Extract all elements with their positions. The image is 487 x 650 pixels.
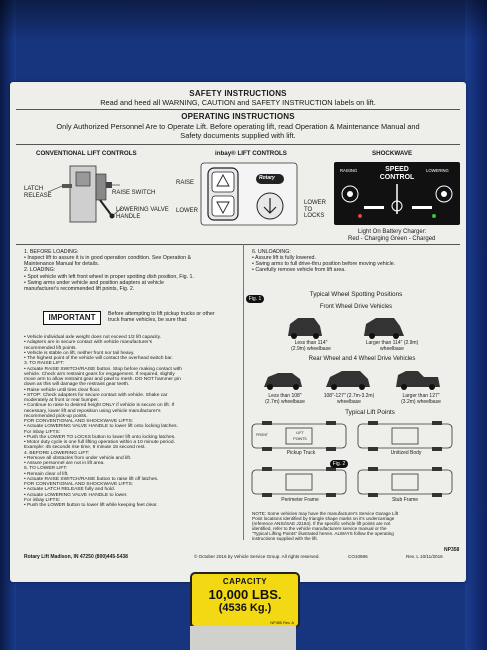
- rwd-title: Rear Wheel and 4 Wheel Drive Vehicles: [308, 356, 416, 362]
- revision: Rev. L 10/11/2016: [406, 554, 443, 559]
- rwd-mid-caption: 108"-127" (2.7m-3.2m) wheelbase: [323, 393, 375, 405]
- instructions-steps-3-5: • Vehicle individual axle weight does no…: [24, 335, 182, 508]
- fig-1-tag: Fig. 1: [246, 295, 264, 303]
- lift-point-note: NOTE: Some vehicles may have the manufac…: [252, 511, 399, 542]
- lowering-valve-label: LOWERING VALVE HANDLE: [116, 207, 169, 220]
- instruction-label: SAFETY INSTRUCTIONS Read and heed all WA…: [10, 82, 466, 582]
- safety-title: SAFETY INSTRUCTIONS: [189, 89, 287, 98]
- operating-line-2: Safety documents supplied with lift.: [180, 131, 296, 140]
- lift-column-right-edge: [465, 0, 487, 650]
- lift-points-title: Typical Lift Points: [345, 409, 395, 416]
- spotting-title: Typical Wheel Spotting Positions: [309, 291, 403, 298]
- battery-label-2: Red - Charging Green - Charged: [348, 236, 436, 242]
- company-line: Rotary Lift Madison, IN 47250 (800)445-5…: [24, 554, 128, 560]
- operating-title: OPERATING INSTRUCTIONS: [181, 112, 295, 121]
- divider: [16, 109, 460, 110]
- rwd-right-caption: Larger than 127" (3.2m) wheelbase: [401, 393, 441, 405]
- fig-2-tag: Fig. 2: [330, 460, 348, 468]
- lift-points-diagrams: [251, 421, 453, 497]
- front-label: FRONT: [256, 433, 268, 437]
- instructions-steps-1-2: 1. BEFORE LOADING: • Inspect lift to ass…: [24, 249, 194, 292]
- inbay-controls-title: inbay® LIFT CONTROLS: [215, 150, 287, 157]
- column-divider: [243, 244, 244, 540]
- perimeter-caption: Perimeter Frame: [281, 497, 319, 503]
- speed-control-label: SPEED CONTROL: [379, 166, 415, 181]
- capacity-label: CAPACITY 10,000 LBS. (4536 Kg.) NP455 Re…: [190, 572, 300, 628]
- top-shadow: [0, 0, 487, 40]
- capacity-title: CAPACITY: [222, 577, 268, 586]
- instructions-step-6: 6. UNLOADING: • Assure lift is fully low…: [252, 249, 396, 274]
- divider: [16, 244, 460, 245]
- fwd-right-caption: Larger than 114" (2.9m) wheelbase: [365, 340, 419, 352]
- fwd-left-caption: Less than 114" (2.9m) wheelbase: [291, 340, 331, 352]
- lower-sticker-edge: [190, 626, 296, 650]
- capacity-lbs: 10,000 LBS.: [208, 587, 282, 602]
- fwd-title: Front Wheel Drive Vehicles: [319, 304, 393, 310]
- pickup-caption: Pickup Truck: [286, 450, 316, 456]
- rwd-left-caption: Less than 108" (2.7m) wheelbase: [265, 393, 305, 405]
- raise-switch-label: RAISE SWITCH: [112, 190, 156, 196]
- shockwave-dials: [341, 184, 453, 218]
- sw-raising-label: RAISING: [340, 168, 358, 173]
- copyright-line: © October 2016 by Vehicle Service Group.…: [194, 554, 320, 559]
- battery-label-1: Light On Battery Charger:: [358, 229, 427, 235]
- conventional-controls-title: CONVENTIONAL LIFT CONTROLS: [36, 150, 137, 157]
- shockwave-title: SHOCKWAVE: [372, 150, 413, 157]
- lift-points-label: LIFT POINTS: [293, 431, 307, 441]
- rwd-car-illustrations: [264, 371, 440, 390]
- important-badge: IMPORTANT: [43, 311, 101, 325]
- capacity-kg: (4536 Kg.): [218, 602, 272, 614]
- doc-code: CO10696: [348, 554, 368, 559]
- divider: [16, 144, 460, 145]
- latch-release-label: LATCH RELEASE: [24, 186, 52, 199]
- stub-caption: Stub Frame: [391, 497, 419, 503]
- part-number: NP358: [444, 547, 460, 553]
- unitized-caption: Unitized Body: [390, 450, 422, 456]
- safety-line: Read and heed all WARNING, CAUTION and S…: [100, 98, 376, 107]
- lower-to-locks-label: LOWER TO LOCKS: [304, 200, 327, 219]
- important-text: Before attempting to lift pickup trucks …: [108, 311, 215, 324]
- inbay-control-panel: [200, 162, 298, 226]
- rotary-logo: Rotary: [259, 175, 275, 181]
- fwd-car-illustrations: [288, 318, 404, 339]
- capacity-code: NP455 Rev. A: [270, 621, 294, 625]
- lower-label: LOWER: [176, 208, 199, 214]
- conventional-controls-illustration: [47, 165, 123, 223]
- raise-label: RAISE: [176, 180, 195, 186]
- operating-line-1: Only Authorized Personnel Are to Operate…: [56, 122, 420, 131]
- shockwave-panel: SPEED CONTROL RAISING LOWERING: [334, 162, 460, 225]
- sw-lowering-label: LOWERING: [426, 168, 449, 173]
